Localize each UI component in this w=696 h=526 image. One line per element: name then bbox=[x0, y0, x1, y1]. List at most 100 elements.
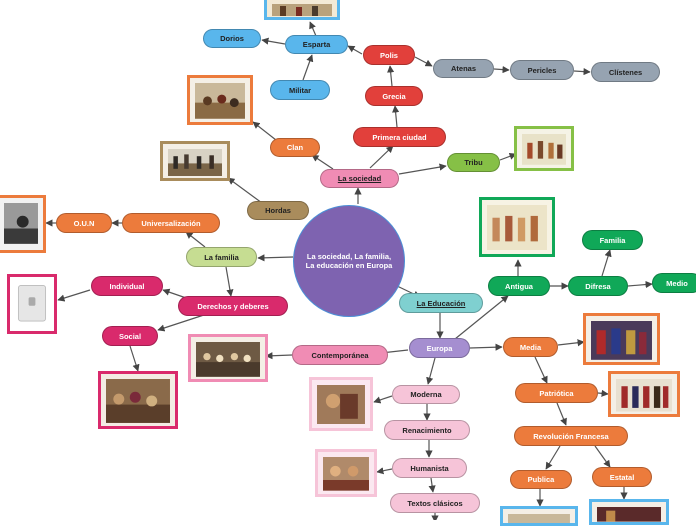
node-oun[interactable]: O.U.N bbox=[56, 213, 112, 233]
edge-difresa-medio bbox=[627, 280, 653, 289]
node-militar[interactable]: Militar bbox=[270, 80, 330, 100]
painting-icon bbox=[522, 134, 566, 165]
image-individual bbox=[7, 274, 57, 334]
edge-primera-grecia bbox=[392, 105, 400, 128]
node-publica[interactable]: Publica bbox=[510, 470, 572, 489]
node-clan[interactable]: Clan bbox=[270, 138, 320, 157]
image-social bbox=[98, 371, 178, 429]
node-tribu[interactable]: Tribu bbox=[447, 153, 500, 172]
edge-sociedad-primera bbox=[369, 145, 394, 169]
node-universalizacion[interactable]: Universalización bbox=[122, 213, 220, 233]
photo-icon bbox=[4, 203, 38, 244]
painting-icon bbox=[195, 83, 245, 119]
image-clan bbox=[187, 75, 253, 125]
node-individual[interactable]: Individual bbox=[91, 276, 163, 296]
node-derechos-y-deberes[interactable]: Derechos y deberes bbox=[178, 296, 288, 316]
painting-icon bbox=[317, 385, 365, 425]
image-moderna bbox=[309, 377, 373, 431]
edge-europa-moderna bbox=[426, 357, 436, 385]
node-la-familia[interactable]: La familia bbox=[186, 247, 257, 267]
edge-polis-esparta bbox=[347, 45, 363, 55]
image-estatal bbox=[589, 499, 669, 525]
edge-media-patriotica bbox=[534, 356, 548, 384]
node-textos-clasicos[interactable]: Textos clásicos bbox=[390, 493, 480, 513]
node-social[interactable]: Social bbox=[102, 326, 158, 346]
edge-humanista-img bbox=[376, 467, 393, 475]
edge-grecia-polis bbox=[387, 65, 395, 87]
node-esparta[interactable]: Esparta bbox=[285, 35, 348, 54]
central-topic[interactable]: La sociedad, La familia, La educación en… bbox=[293, 205, 405, 317]
edge-media-img bbox=[557, 339, 585, 347]
edge-europa-antigua bbox=[454, 295, 509, 340]
node-dorios[interactable]: Dorios bbox=[203, 29, 261, 48]
edge-familia-derechos bbox=[225, 266, 234, 297]
node-revolucion-francesa[interactable]: Revolución Francesa bbox=[514, 426, 628, 446]
painting-icon bbox=[487, 205, 547, 251]
node-primera-ciudad[interactable]: Primera ciudad bbox=[353, 127, 446, 147]
edge-esparta-img bbox=[309, 21, 317, 37]
image-humanista bbox=[315, 449, 377, 497]
painting-icon bbox=[616, 379, 672, 412]
node-europa[interactable]: Europa bbox=[409, 338, 470, 358]
edge-moderna-img bbox=[373, 395, 393, 404]
painting-icon bbox=[508, 514, 570, 523]
image-esparta bbox=[264, 0, 340, 20]
node-hordas[interactable]: Hordas bbox=[247, 201, 309, 220]
node-grecia[interactable]: Grecia bbox=[365, 86, 423, 106]
image-oun bbox=[0, 195, 46, 253]
image-media bbox=[583, 313, 660, 365]
edge-humanista-textos bbox=[428, 477, 436, 493]
painting-icon bbox=[272, 4, 332, 16]
node-humanista[interactable]: Humanista bbox=[392, 458, 467, 478]
node-polis[interactable]: Polis bbox=[363, 45, 415, 65]
node-antigua[interactable]: Antigua bbox=[488, 276, 550, 296]
edge-militar-esparta bbox=[302, 54, 314, 81]
painting-icon bbox=[168, 149, 222, 176]
edge-tribu-img bbox=[499, 152, 517, 161]
image-antigua bbox=[479, 197, 555, 257]
edge-revolucion-estatal bbox=[594, 445, 611, 468]
edge-individual-img bbox=[57, 289, 91, 302]
image-contemporanea bbox=[188, 334, 268, 382]
edge-revolucion-publica bbox=[545, 445, 561, 470]
edge-hordas-img bbox=[227, 177, 263, 204]
edge-europa-media bbox=[469, 343, 503, 351]
node-pericles[interactable]: Pericles bbox=[510, 60, 574, 80]
node-renacimiento[interactable]: Renacimiento bbox=[384, 420, 470, 440]
edge-sociedad-tribu bbox=[398, 163, 447, 175]
painting-icon bbox=[591, 321, 652, 360]
edge-difresa-familia bbox=[601, 249, 612, 277]
edge-center-familia bbox=[257, 254, 294, 262]
edge-pericles-clistenes bbox=[573, 68, 591, 76]
edge-social-img bbox=[129, 345, 140, 372]
node-atenas[interactable]: Atenas bbox=[433, 59, 494, 78]
node-contemporanea[interactable]: Contemporánea bbox=[292, 345, 388, 365]
edge-atenas-pericles bbox=[493, 65, 510, 74]
central-topic-line1: La sociedad, La familia, bbox=[306, 252, 392, 261]
document-icon bbox=[17, 284, 47, 322]
edge-esparta-dorios bbox=[261, 37, 286, 45]
edge-contemporanea-img bbox=[265, 352, 293, 360]
node-estatal[interactable]: Estatal bbox=[592, 467, 652, 487]
painting-icon bbox=[597, 507, 661, 522]
node-clistenes[interactable]: Clístenes bbox=[591, 62, 660, 82]
image-publica bbox=[500, 506, 578, 526]
edge-patriotica-img bbox=[597, 389, 609, 397]
edge-patriotica-revolucion bbox=[556, 402, 567, 426]
node-patriotica[interactable]: Patriótica bbox=[515, 383, 598, 403]
painting-icon bbox=[106, 379, 170, 423]
painting-icon bbox=[196, 342, 260, 377]
node-la-sociedad[interactable]: La sociedad bbox=[320, 169, 399, 188]
edge-sociedad-clan bbox=[311, 154, 334, 170]
node-medio[interactable]: Medio bbox=[652, 273, 696, 293]
image-tribu bbox=[514, 126, 574, 171]
edge-familia-univ bbox=[185, 231, 206, 248]
node-media[interactable]: Media bbox=[503, 337, 558, 357]
node-moderna[interactable]: Moderna bbox=[392, 385, 460, 404]
node-familia[interactable]: Familia bbox=[582, 230, 643, 250]
image-patriotica bbox=[608, 371, 680, 417]
node-la-educacion[interactable]: La Educación bbox=[399, 293, 483, 313]
edge-clan-img bbox=[252, 121, 277, 141]
node-difresa[interactable]: Difresa bbox=[568, 276, 628, 296]
painting-icon bbox=[323, 457, 369, 491]
